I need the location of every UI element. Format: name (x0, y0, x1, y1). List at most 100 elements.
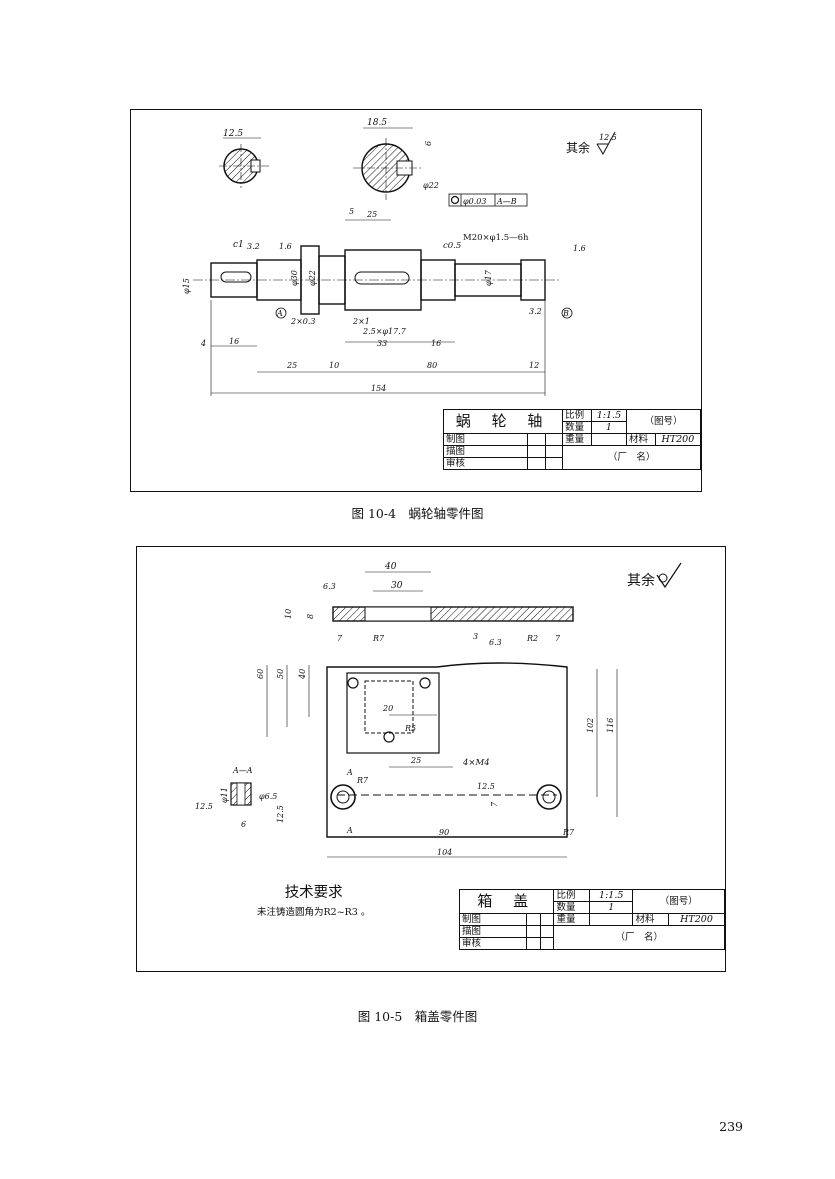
roughness-label: 12.5 (195, 802, 213, 811)
row-label: 描图 (459, 925, 527, 938)
section-marker: A (346, 768, 353, 777)
tech-text: 未注铸造圆角为R2~R3 。 (257, 907, 371, 918)
title-block-2: 箱 盖 比例 1:1.5 （图号） 数量 1 制图 重量 材料 HT200 描图… (458, 889, 725, 950)
roughness-note: 其余 12.5 (566, 131, 617, 156)
chamfer-label: c0.5 (443, 241, 461, 251)
figure-10-4-frame: 12.5 18.5 6 φ22 φ0.03 A—B 其余 12.5 (130, 109, 702, 492)
dim-label: 7 (490, 801, 499, 807)
dim-label: φ22 (423, 181, 439, 190)
roughness-label: 6.3 (489, 638, 502, 647)
dim-label: 102 (586, 718, 595, 733)
dim-label: 104 (437, 848, 452, 857)
material-value: HT200 (654, 433, 702, 446)
dim-label: 20 (382, 704, 393, 713)
dim-label: 33 (377, 339, 387, 348)
dim-label: 18.5 (367, 118, 387, 128)
dim-label: 6 (424, 141, 433, 146)
dim-label: 154 (371, 384, 386, 393)
dim-label: 40 (298, 669, 307, 680)
roughness-label: 12.5 (477, 782, 495, 791)
dim-label: φ22 (308, 270, 317, 286)
shaft-main-view (193, 245, 561, 315)
dim-label: 2×1 (352, 317, 370, 326)
roughness-label: 12.5 (276, 805, 285, 823)
figure-10-5-frame: 其余 40 30 6.3 10 8 7 R7 3 6.3 R2 7 (136, 546, 726, 972)
dim-label: 7 (337, 634, 343, 643)
dim-label: 7 (555, 634, 561, 643)
keyway-section-large: 18.5 6 φ22 φ0.03 A—B (353, 118, 528, 207)
dim-label: 25 (366, 210, 377, 219)
scale-label: 比例 (562, 409, 592, 422)
qty-value: 1 (590, 421, 628, 434)
worm-shaft-drawing: 12.5 18.5 6 φ22 φ0.03 A—B 其余 12.5 (182, 118, 617, 396)
weight-label: 重量 (553, 913, 590, 926)
thread-label: 4×M4 (462, 758, 490, 768)
drawing-number: （图号） (632, 889, 725, 914)
dim-label: φ30 (290, 270, 299, 286)
datum-ref: A—B (496, 197, 517, 206)
scale-value: 1:1.5 (588, 889, 634, 902)
roughness-note-label: 其余 (627, 572, 655, 589)
row-label: 制图 (459, 913, 527, 926)
roughness-note-label: 其余 (566, 140, 590, 155)
dim-label: 12 (529, 361, 539, 370)
row-label: 制图 (442, 433, 529, 446)
drawing-number: （图号） (626, 409, 701, 434)
dim-label: 5 (349, 207, 354, 216)
roughness-label: 3.2 (247, 242, 260, 251)
dim-label: R2 (526, 634, 538, 643)
factory-name: （厂 名） (553, 925, 725, 950)
scale-label: 比例 (553, 889, 590, 902)
page-number: 239 (719, 1119, 743, 1134)
section-title: A—A (232, 766, 253, 775)
datum-label: B (562, 309, 569, 318)
qty-label: 数量 (562, 421, 592, 434)
dim-label: 2.5×φ17.7 (362, 327, 407, 336)
box-cover-drawing: 其余 40 30 6.3 10 8 7 R7 3 6.3 R2 7 (195, 562, 682, 858)
dim-label: 8 (306, 614, 315, 619)
dim-label: φ15 (182, 278, 191, 294)
top-section-view: 40 30 6.3 10 8 7 R7 3 6.3 R2 7 (284, 562, 574, 647)
qty-label: 数量 (553, 901, 590, 914)
dim-label: R7 (356, 776, 369, 785)
row-label: 描图 (442, 445, 529, 458)
roughness-label: 3.2 (529, 307, 542, 316)
dim-label: 116 (606, 718, 615, 733)
part-name: 箱 盖 (458, 889, 555, 914)
dim-label: 10 (284, 609, 293, 619)
material-label: 材料 (626, 433, 656, 446)
qty-value: 1 (588, 901, 634, 914)
dim-label: 50 (276, 669, 285, 679)
plan-dimension-lines (266, 665, 618, 858)
dim-label: 80 (427, 361, 437, 370)
weight-label: 重量 (562, 433, 592, 446)
factory-name: （厂 名） (562, 445, 701, 470)
dim-label: 3 (473, 632, 478, 641)
keyway-section-small: 12.5 (219, 129, 271, 188)
row-label: 审核 (459, 937, 527, 950)
dim-label: 40 (384, 562, 397, 572)
dim-label: 30 (391, 581, 403, 591)
datum-label: A (276, 309, 283, 318)
section-marker: A (346, 826, 353, 835)
section-a-a: A—A φ11 φ6.5 12.5 12.5 6 A A R7 (195, 766, 369, 835)
part-name: 蜗 轮 轴 (442, 409, 564, 434)
dim-label: 90 (439, 828, 449, 837)
dim-label: 16 (431, 339, 441, 348)
dim-label: 25 (286, 361, 297, 370)
material-value: HT200 (668, 913, 725, 926)
dim-label: R7 (562, 828, 575, 837)
roughness-label: 1.6 (573, 244, 586, 253)
chamfer-label: c1 (233, 240, 244, 250)
dim-label: R7 (372, 634, 385, 643)
roughness-label: 6.3 (323, 582, 336, 591)
dim-label: 16 (229, 337, 239, 346)
dim-label: 25 (410, 756, 421, 765)
dim-label: 60 (256, 669, 265, 679)
roughness-value: 12.5 (599, 133, 617, 142)
dim-label: 10 (329, 361, 339, 370)
roughness-note-2: 其余 (627, 562, 682, 589)
figure-10-5-caption: 图 10-5 箱盖零件图 (357, 1009, 478, 1024)
dim-label: 2×0.3 (290, 317, 316, 326)
tolerance-value: φ0.03 (463, 197, 486, 206)
